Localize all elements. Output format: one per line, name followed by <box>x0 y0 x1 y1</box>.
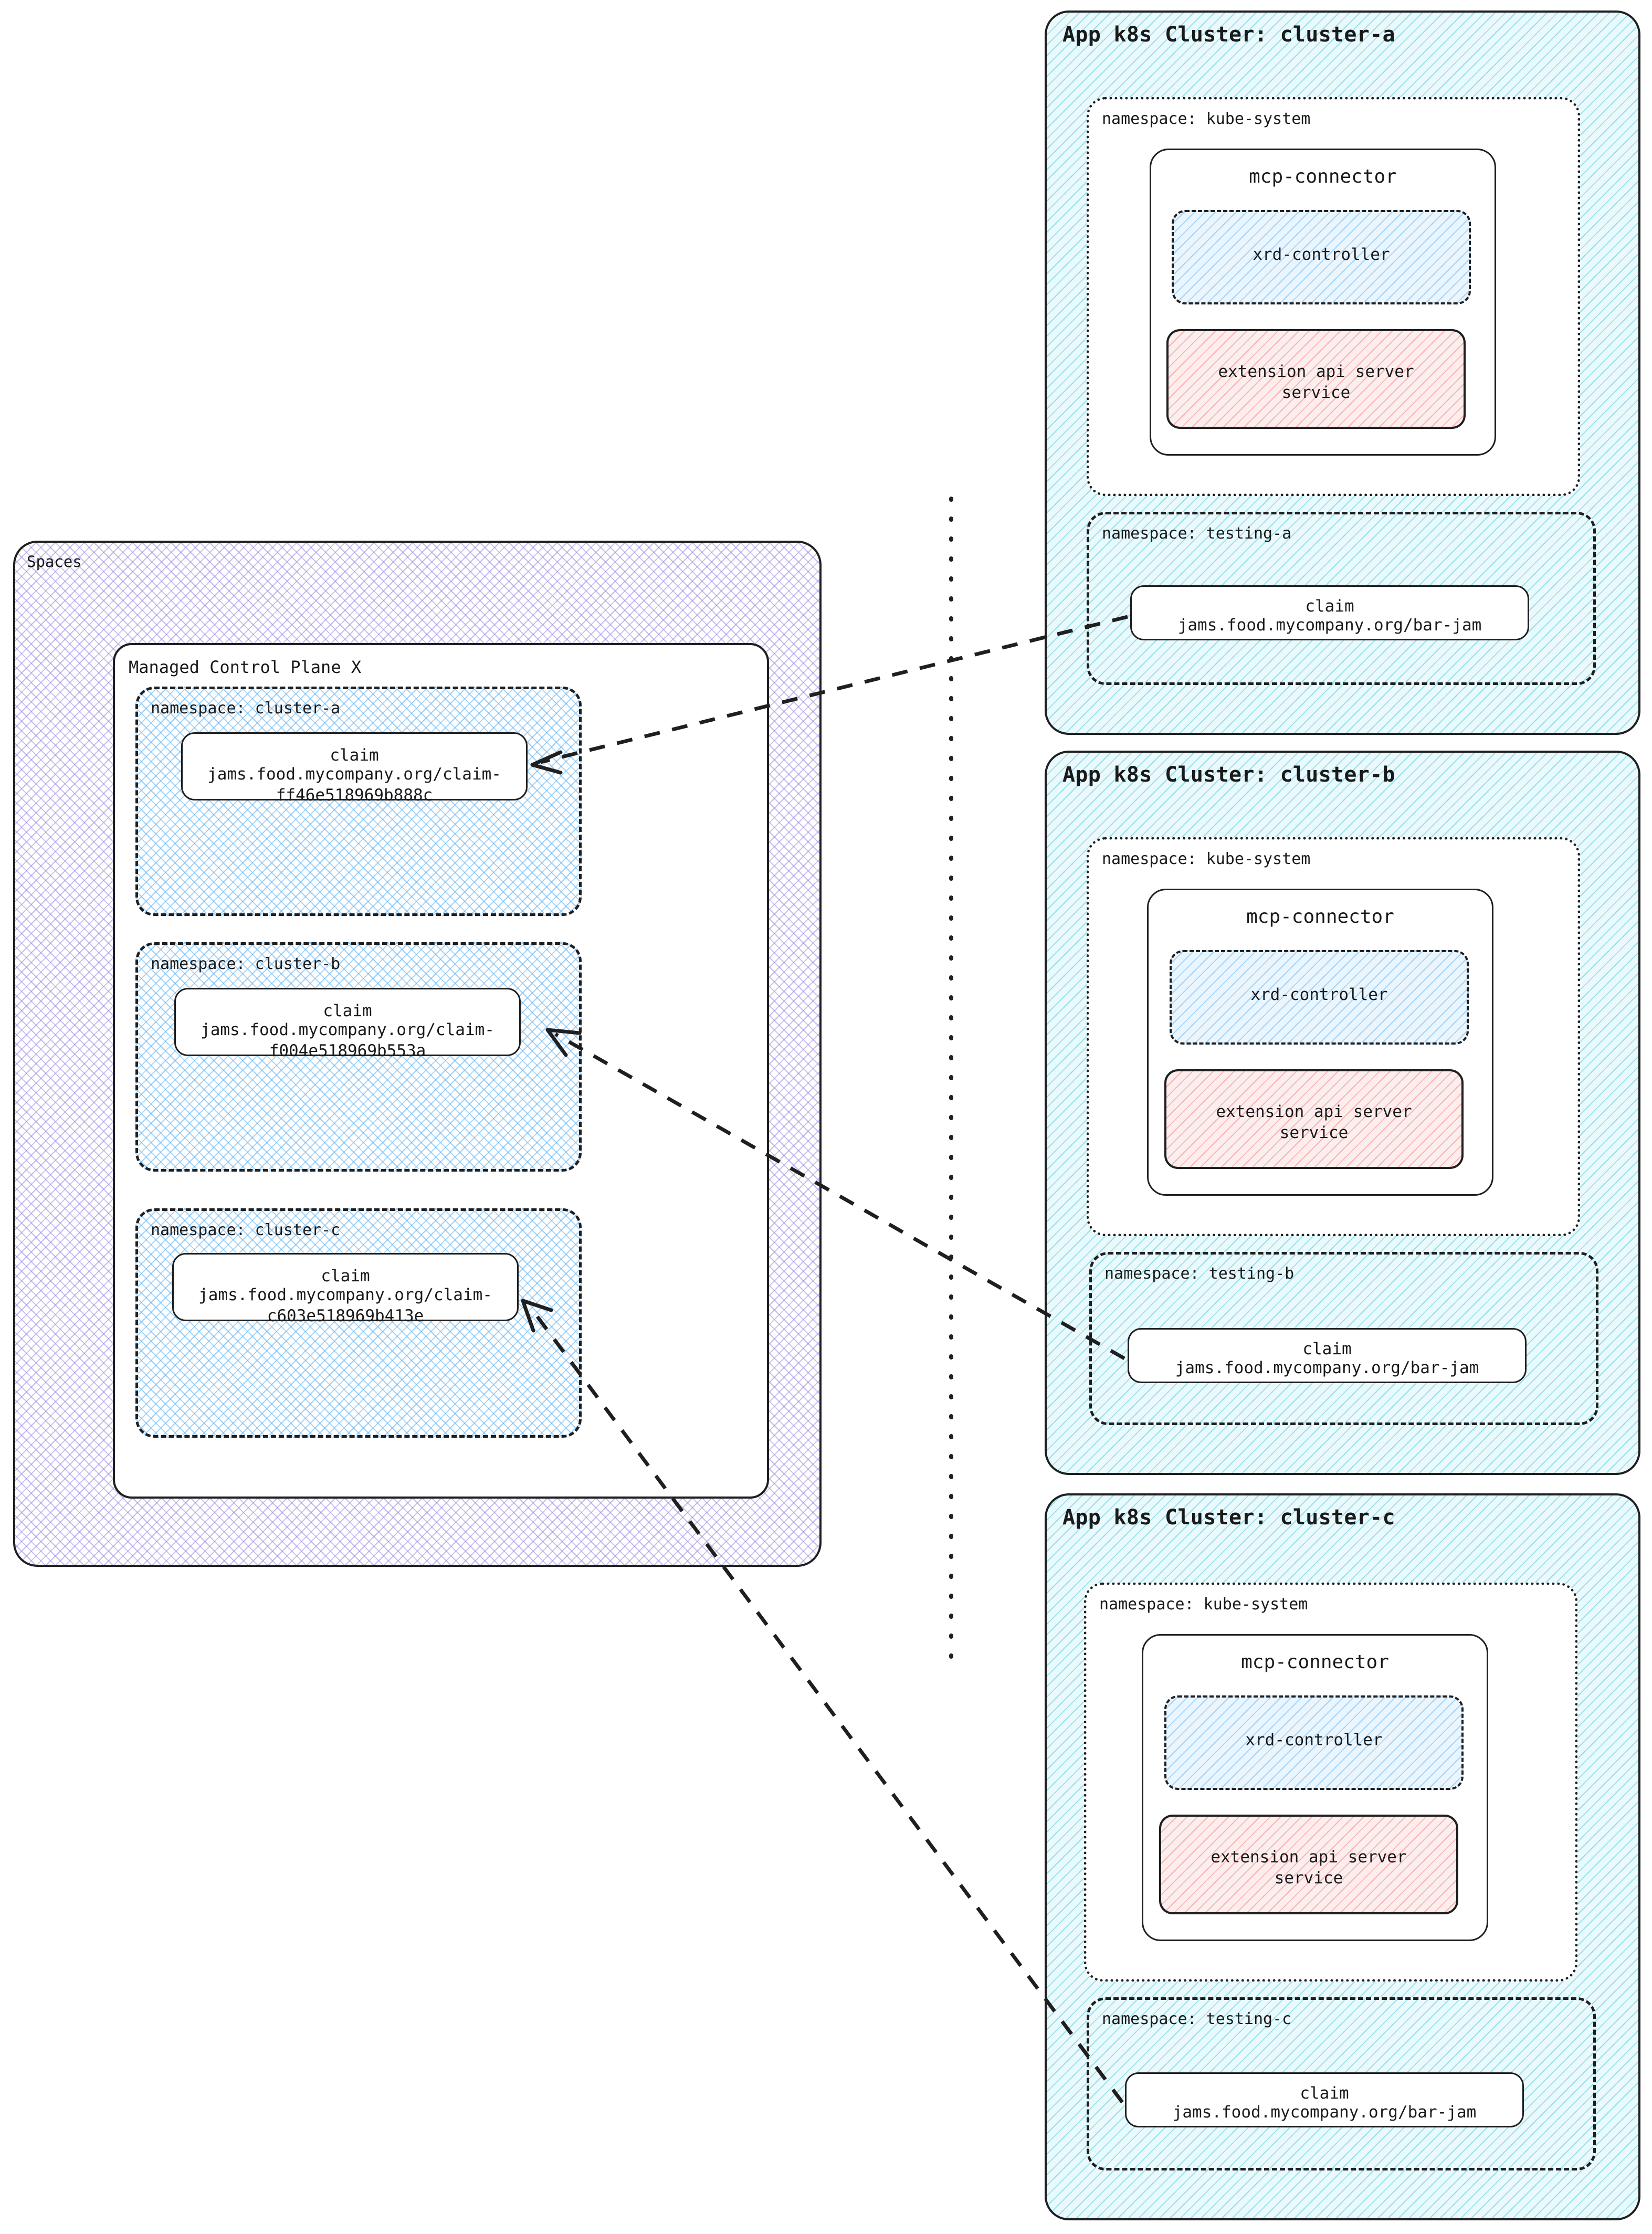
testing-a-namespace-label: namespace: testing-a <box>1102 524 1292 543</box>
claim-cluster-c[interactable]: claim jams.food.mycompany.org/claim- c60… <box>172 1253 519 1325</box>
extension-api-server-a[interactable]: extension api server service <box>1166 329 1466 429</box>
extension-api-server-a-label: extension api server service <box>1218 362 1414 402</box>
claim-testing-c-kind: claim <box>1300 2084 1349 2103</box>
namespace-cluster-b-label: namespace: cluster-b <box>151 955 341 973</box>
mcp-connector-c-title: mcp-connector <box>1241 1651 1389 1673</box>
extension-api-server-b[interactable]: extension api server service <box>1164 1069 1464 1169</box>
namespace-cluster-c-label: namespace: cluster-c <box>151 1221 341 1239</box>
claim-cluster-b[interactable]: claim jams.food.mycompany.org/claim- f00… <box>174 988 521 1060</box>
xrd-controller-c[interactable]: xrd-controller <box>1164 1695 1464 1790</box>
app-cluster-b-title: App k8s Cluster: cluster-b <box>1062 763 1395 787</box>
claim-testing-a-kind: claim <box>1305 597 1354 616</box>
namespace-cluster-c: namespace: cluster-c <box>135 1208 582 1438</box>
claim-testing-b[interactable]: claim jams.food.mycompany.org/bar-jam <box>1128 1328 1527 1383</box>
claim-cluster-b-kind: claim <box>323 1002 372 1020</box>
claim-cluster-a-kind: claim <box>330 746 379 765</box>
xrd-controller-b-label: xrd-controller <box>1250 985 1388 1004</box>
testing-c-namespace-label: namespace: testing-c <box>1102 2010 1292 2028</box>
claim-testing-c-ref: jams.food.mycompany.org/bar-jam <box>1172 2103 1477 2122</box>
claim-testing-b-kind: claim <box>1302 1340 1352 1358</box>
testing-b-namespace-label: namespace: testing-b <box>1104 1264 1295 1283</box>
claim-cluster-c-kind: claim <box>321 1267 370 1285</box>
kube-system-namespace-b-label: namespace: kube-system <box>1102 850 1311 868</box>
xrd-controller-b[interactable]: xrd-controller <box>1170 950 1469 1045</box>
claim-cluster-a-ref: jams.food.mycompany.org/claim- ff46e5189… <box>207 765 501 805</box>
namespace-cluster-a-label: namespace: cluster-a <box>151 699 341 718</box>
kube-system-namespace-a-label: namespace: kube-system <box>1102 110 1311 128</box>
namespace-cluster-b: namespace: cluster-b <box>135 942 582 1172</box>
kube-system-namespace-c-label: namespace: kube-system <box>1099 1595 1308 1614</box>
app-cluster-a-title: App k8s Cluster: cluster-a <box>1062 23 1395 47</box>
claim-testing-b-ref: jams.food.mycompany.org/bar-jam <box>1175 1358 1479 1377</box>
extension-api-server-c[interactable]: extension api server service <box>1159 1815 1458 1914</box>
spaces-label: Spaces <box>27 553 82 571</box>
app-cluster-c-title: App k8s Cluster: cluster-c <box>1062 1505 1395 1530</box>
extension-api-server-b-label: extension api server service <box>1216 1102 1412 1142</box>
extension-api-server-c-label: extension api server service <box>1211 1848 1407 1888</box>
claim-cluster-b-ref: jams.food.mycompany.org/claim- f004e5189… <box>201 1020 494 1060</box>
claim-testing-a-ref: jams.food.mycompany.org/bar-jam <box>1177 616 1482 635</box>
xrd-controller-a[interactable]: xrd-controller <box>1172 210 1471 304</box>
xrd-controller-a-label: xrd-controller <box>1253 245 1390 264</box>
namespace-cluster-a: namespace: cluster-a <box>135 687 582 916</box>
managed-control-plane-label: Managed Control Plane X <box>129 657 362 677</box>
claim-testing-c[interactable]: claim jams.food.mycompany.org/bar-jam <box>1125 2072 1524 2127</box>
mcp-connector-b-title: mcp-connector <box>1246 906 1394 928</box>
mcp-connector-a-title: mcp-connector <box>1249 166 1397 187</box>
claim-testing-a[interactable]: claim jams.food.mycompany.org/bar-jam <box>1130 585 1529 640</box>
xrd-controller-c-label: xrd-controller <box>1245 1731 1383 1750</box>
claim-cluster-a[interactable]: claim jams.food.mycompany.org/claim- ff4… <box>181 732 528 805</box>
claim-cluster-c-ref: jams.food.mycompany.org/claim- c603e5189… <box>198 1285 492 1325</box>
